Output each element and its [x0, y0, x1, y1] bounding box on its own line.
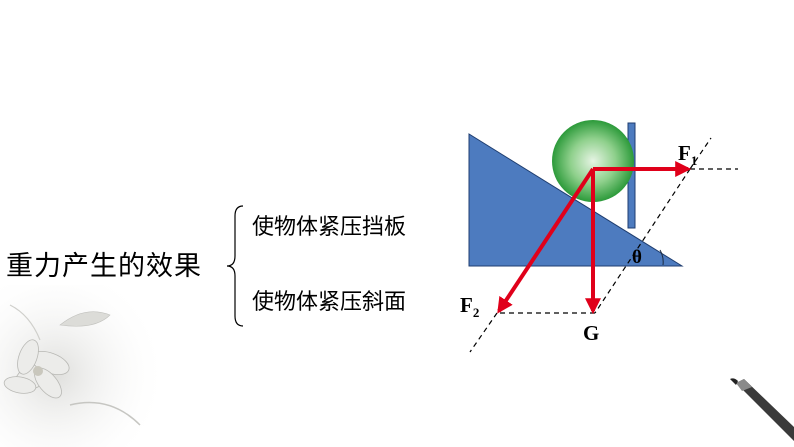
label-angle: θ: [632, 247, 642, 268]
dashed-parallel-line: [689, 137, 712, 170]
ball: [552, 120, 634, 202]
effect-press-baffle: 使物体紧压挡板: [252, 215, 407, 240]
brush-decoration: [730, 378, 794, 441]
angle-arc: [659, 249, 664, 266]
effect-press-incline: 使物体紧压斜面: [252, 290, 407, 315]
dashed-f2-extension: [469, 312, 498, 353]
dashed-f1-to-g: [594, 168, 691, 314]
label-f2: F2: [460, 293, 479, 320]
label-gravity: G: [583, 321, 599, 345]
label-f1: F1: [678, 141, 697, 168]
flower-decoration: [0, 285, 160, 447]
slide-title: 重力产生的效果: [6, 251, 202, 282]
incline-wedge: [468, 133, 684, 267]
curly-brace: [226, 205, 244, 327]
force-f2-arrow: [497, 167, 595, 314]
